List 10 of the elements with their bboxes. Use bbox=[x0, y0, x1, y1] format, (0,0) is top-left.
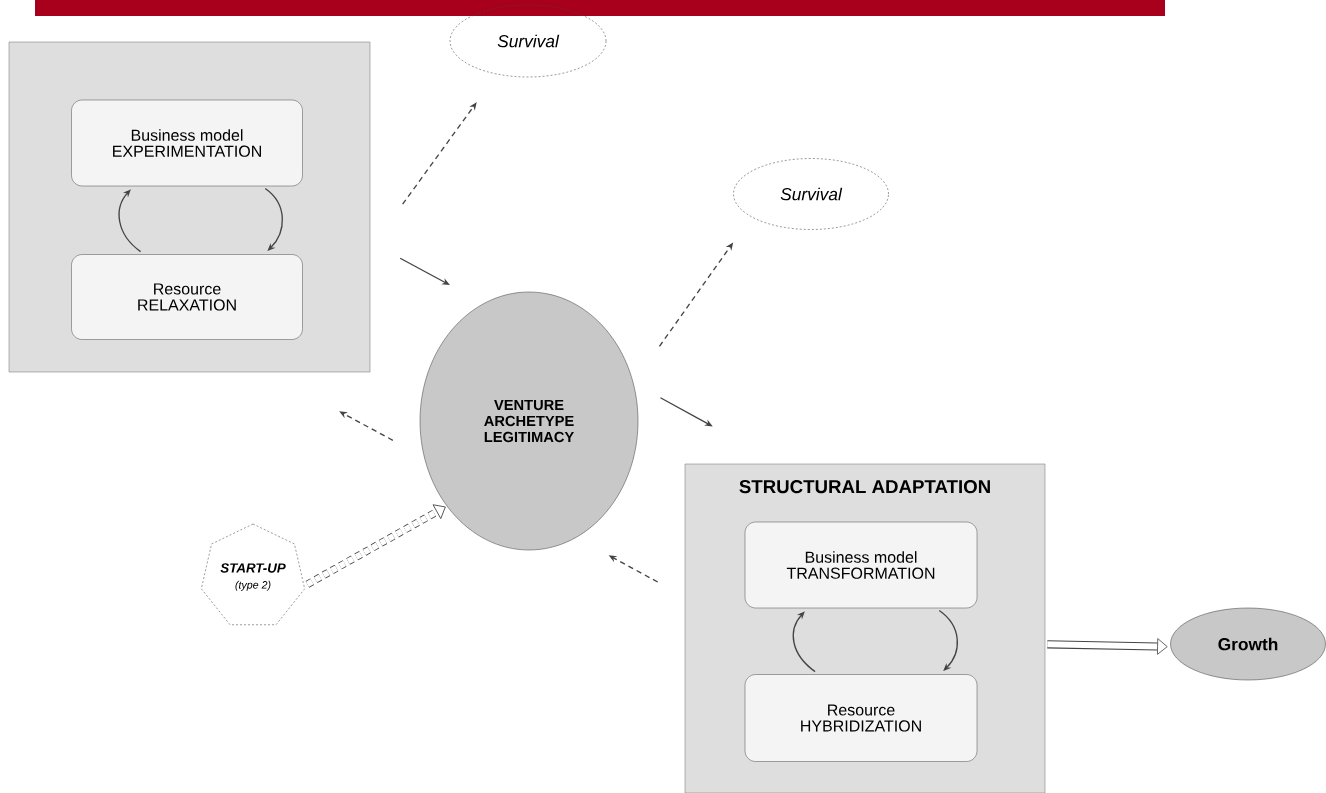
arrow bbox=[1047, 638, 1168, 655]
arrow bbox=[118, 189, 142, 253]
process-box: Resource RELAXATION bbox=[71, 254, 303, 340]
process-box: Business model EXPERIMENTATION bbox=[71, 99, 303, 187]
arrow bbox=[305, 504, 446, 588]
process-box: Business model TRANSFORMATION bbox=[744, 521, 978, 609]
arrow bbox=[792, 611, 816, 673]
arrow bbox=[401, 102, 477, 205]
process-box: Resource HYBRIDIZATION bbox=[744, 674, 978, 762]
start-heptagon: START-UP (type 2) bbox=[201, 523, 305, 626]
